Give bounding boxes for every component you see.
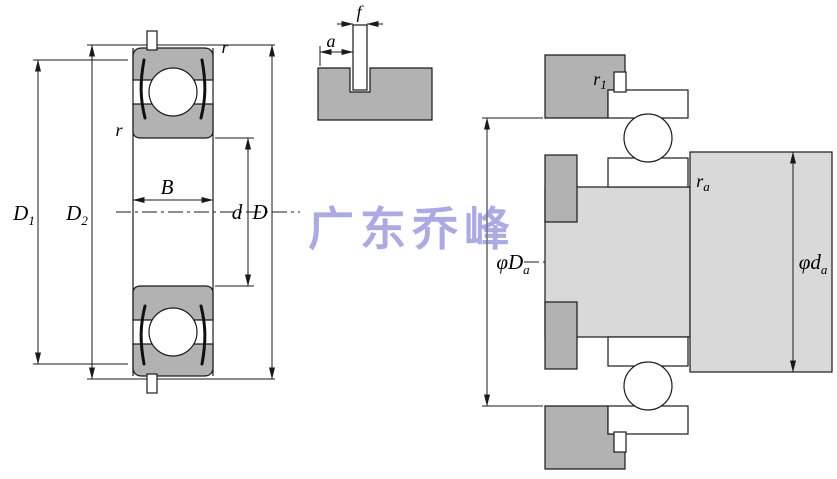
corner-label-ra: ra [696, 171, 710, 194]
outer-ring-top [132, 47, 214, 81]
dim-label-D: D [251, 200, 267, 224]
ball-bottom-mounted [623, 361, 673, 411]
outer-ring-bottom-mounted [607, 405, 689, 435]
dim-label-d: d [232, 200, 243, 224]
snap-ring-top [146, 30, 158, 51]
outer-ring-bottom [132, 343, 214, 377]
bearing-section [132, 30, 214, 394]
bearing-cross-section-view: D1 D2 B d D r r [12, 30, 300, 394]
inner-ring-bottom [132, 285, 214, 321]
dim-label-a: a [327, 31, 336, 51]
mounting-arrangement-view: r1 ra φDa φda [482, 54, 836, 470]
dim-label-D1: D1 [12, 201, 35, 228]
dim-label-phi-da: φda [799, 250, 828, 277]
snap-ring-groove-detail-view: f a [317, 2, 433, 121]
seal-right-bottom [199, 304, 207, 366]
snap-ring-bottom [146, 373, 158, 394]
corner-label-r1: r1 [593, 69, 607, 92]
ball-top-mounted [623, 113, 673, 163]
seal-right-top [199, 58, 207, 120]
seal-left-bottom [139, 304, 147, 366]
corner-label-r-top: r [221, 37, 229, 57]
dim-label-D2: D2 [65, 201, 88, 228]
shaft-shoulder-section [689, 151, 833, 373]
housing-spigot-bottom [544, 301, 578, 370]
snap-ring-bottom-mounted [613, 431, 627, 453]
dim-label-phi-Da: φDa [496, 250, 530, 277]
inner-ring-top [132, 103, 214, 139]
dim-label-B: B [161, 175, 174, 199]
outer-ring-top-mounted [607, 89, 689, 119]
ball-bottom [148, 307, 198, 357]
groove-block [317, 67, 433, 121]
ball-top [148, 67, 198, 117]
dimension-lines-detail [319, 21, 383, 66]
seal-left-top [139, 58, 147, 120]
dim-label-f: f [356, 2, 364, 22]
snap-ring-top-mounted [613, 71, 627, 93]
dimension-lines-right [482, 117, 796, 407]
inner-ring-bottom-mounted [607, 336, 689, 367]
housing-spigot-top [544, 154, 578, 223]
corner-label-r-side: r [115, 120, 123, 140]
snap-ring-section [352, 24, 368, 91]
watermark-text: 广东乔峰 [308, 202, 516, 256]
